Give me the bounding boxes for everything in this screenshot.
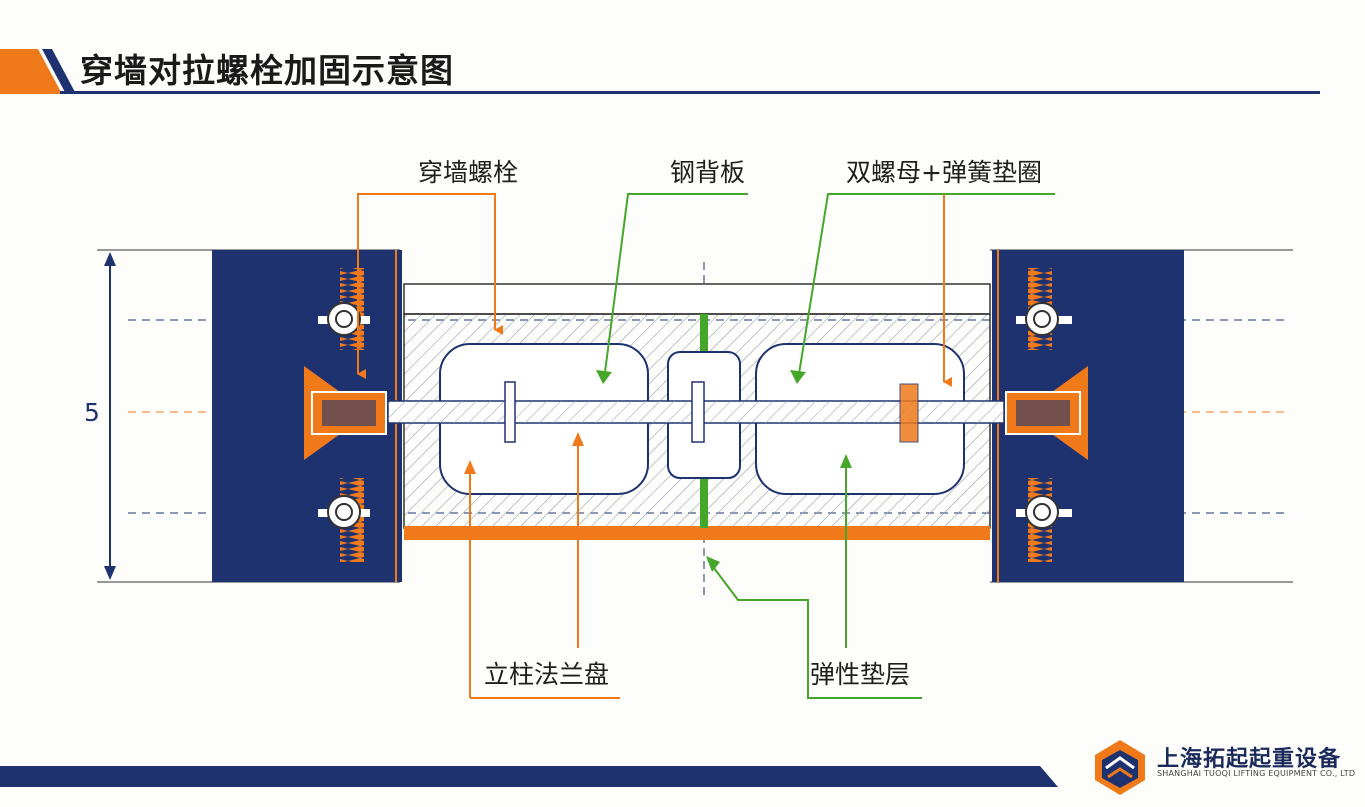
double-nut-icon: [899, 383, 919, 443]
label-steel-backplate: 钢背板: [670, 158, 746, 187]
wall-top-strip: [403, 283, 991, 315]
bottom-flange-strip: [404, 526, 990, 540]
callout-pad-line-1: [707, 559, 922, 699]
company-name: 上海拓起起重设备: [1157, 747, 1342, 772]
header-orange-block: [0, 49, 62, 94]
right-top-nut-icon: [1016, 302, 1072, 336]
label-through-bolt: 穿墙螺栓: [418, 158, 519, 187]
callout-bolt-line-1: [357, 193, 420, 379]
left-column: [212, 250, 402, 582]
label-elastic-pad: 弹性垫层: [810, 660, 911, 689]
left-bottom-nut-icon: [318, 495, 370, 529]
left-top-nut-icon: [318, 302, 370, 336]
dimension-label: 5: [84, 398, 100, 427]
right-column: [992, 250, 1184, 582]
rod-washer-left: [504, 381, 516, 443]
right-bottom-nut-icon: [1016, 495, 1072, 529]
footer-bar: [0, 766, 1058, 787]
label-column-flange: 立柱法兰盘: [484, 660, 610, 689]
header-navy-slash: [42, 49, 76, 94]
rod-washer-center: [691, 381, 705, 443]
threaded-rod: [387, 381, 1005, 443]
callout-doublenut-line-1: [797, 193, 1055, 381]
header-bar: [0, 49, 1320, 94]
label-double-nut: 双螺母+弹簧垫圈: [846, 158, 1042, 187]
callout-backplate-line: [603, 193, 748, 381]
callout-bolt-line-2: [420, 193, 503, 335]
page-title: 穿墙对拉螺栓加固示意图: [80, 51, 454, 90]
callouts: [357, 193, 1055, 699]
header-underline: [60, 91, 1320, 94]
company-logo-icon: [1095, 740, 1145, 795]
company-subtitle: SHANGHAI TUOQI LIFTING EQUIPMENT CO., LT…: [1157, 769, 1356, 778]
